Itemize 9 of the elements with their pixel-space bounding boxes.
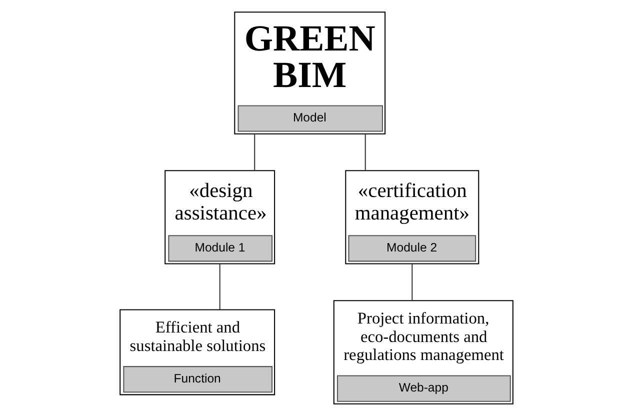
node-box: «certification management» Module 2 [345,170,480,264]
connector [219,264,220,310]
node-box: Project information, eco-documents and regulations management Web-app [333,300,514,404]
node-box: «design assistance» Module 1 [164,170,276,264]
connector [412,264,413,300]
node-box: Efficient and sustainable solutions Function [120,309,276,396]
node-box: GREEN BIM Model [234,12,386,134]
connector [254,134,256,170]
connector [364,134,366,170]
